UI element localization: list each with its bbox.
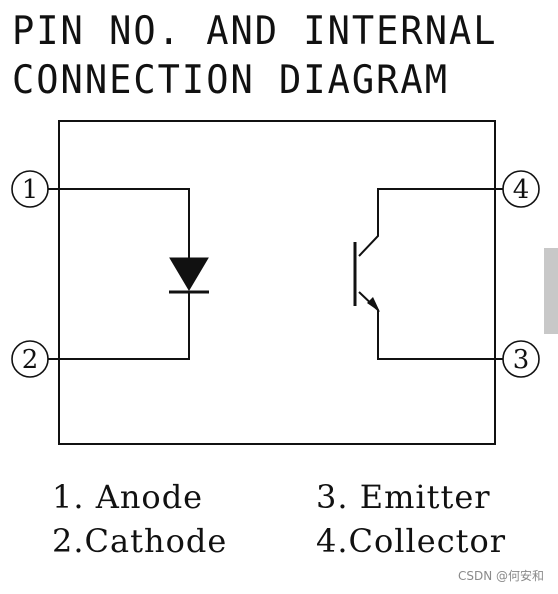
- cathode-wire: [59, 292, 190, 360]
- title-line-1: PIN NO. AND INTERNAL: [12, 8, 498, 54]
- collector-wire: [358, 188, 495, 257]
- pin-1-marker: 1: [11, 170, 49, 208]
- legend-anode: 1. Anode: [52, 478, 204, 516]
- pin-2-number: 2: [22, 345, 39, 375]
- pin-3-marker: 3: [502, 340, 540, 378]
- pin-2-marker: 2: [11, 340, 49, 378]
- diagram-title: PIN NO. AND INTERNAL CONNECTION DIAGRAM: [12, 6, 498, 105]
- pin-3-number: 3: [513, 345, 530, 375]
- phototransistor-symbol: [353, 242, 380, 312]
- pin-4-marker: 4: [502, 170, 540, 208]
- legend-cathode: 2.Cathode: [52, 522, 228, 560]
- anode-wire: [59, 188, 190, 260]
- emitter-wire: [358, 291, 495, 360]
- legend-emitter: 3. Emitter: [316, 478, 491, 516]
- title-line-2: CONNECTION DIAGRAM: [12, 57, 449, 103]
- side-scroll-tab[interactable]: [544, 248, 558, 334]
- led-diode-symbol: [169, 257, 209, 294]
- legend-collector: 4.Collector: [316, 522, 507, 560]
- pin-1-number: 1: [22, 175, 39, 205]
- package-outline: [58, 120, 496, 445]
- pin-4-number: 4: [513, 175, 530, 205]
- watermark-label: CSDN @何安和: [457, 569, 544, 583]
